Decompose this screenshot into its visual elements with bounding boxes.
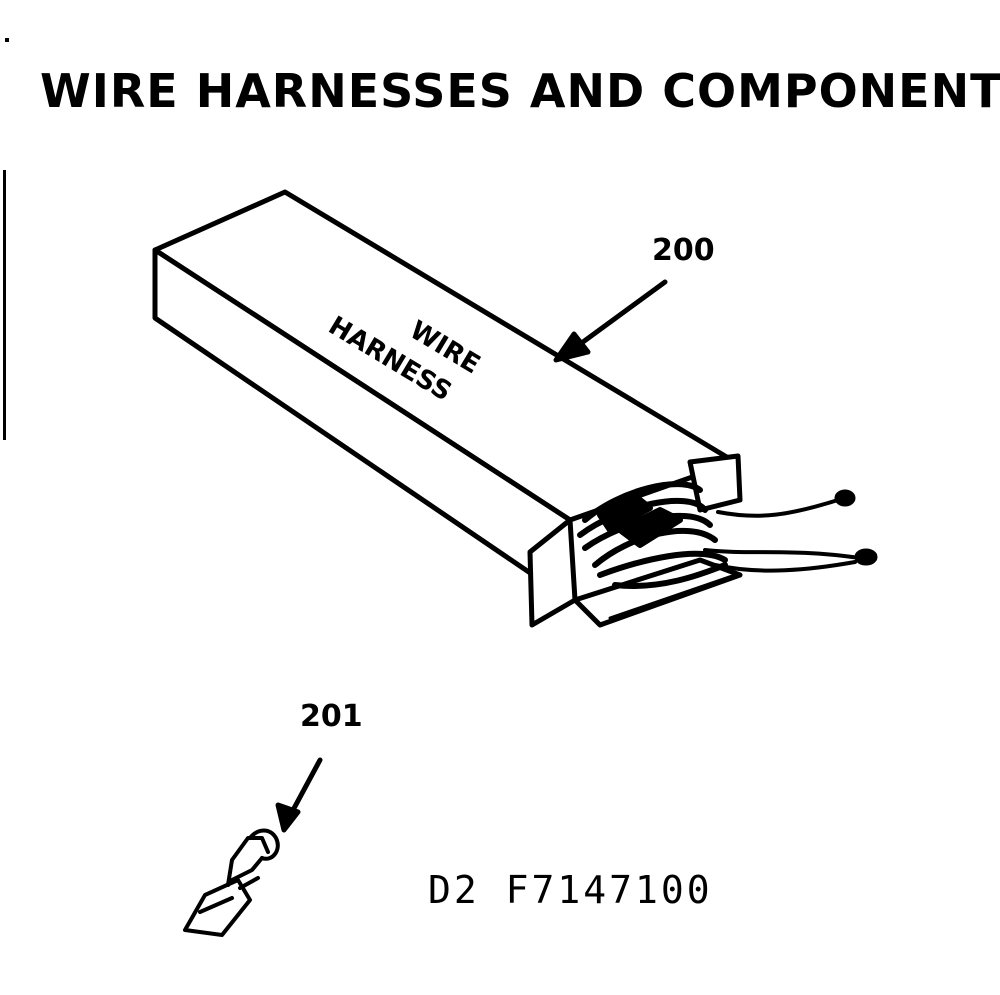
scan-edge-line bbox=[3, 170, 6, 440]
callout-200: 200 bbox=[652, 233, 715, 268]
leader-arrow-200 bbox=[553, 279, 668, 363]
callout-201: 201 bbox=[300, 699, 363, 734]
scan-mark-dot bbox=[5, 38, 9, 42]
drawing-code: D2 F7147100 bbox=[428, 868, 713, 912]
wire-terminal-upper bbox=[834, 489, 856, 507]
box-right-flap bbox=[687, 453, 743, 513]
diagram-title: WIRE HARNESSES AND COMPONENTS bbox=[40, 64, 1000, 118]
wire-coil bbox=[577, 481, 728, 589]
wire-terminal-lower bbox=[854, 548, 878, 566]
leader-arrow-201 bbox=[275, 757, 323, 833]
wire-leads bbox=[703, 498, 862, 573]
terminal-connector-201 bbox=[183, 828, 280, 937]
